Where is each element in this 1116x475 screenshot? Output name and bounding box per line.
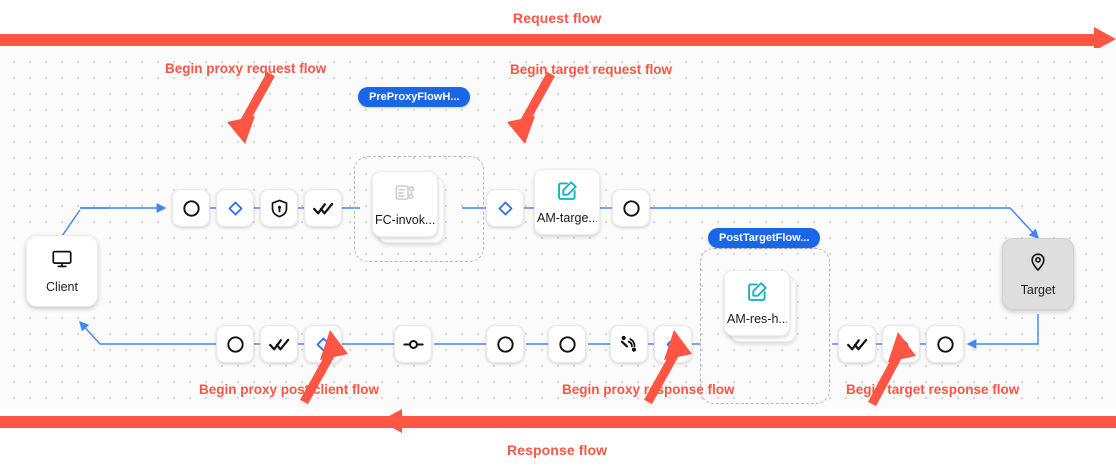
fc-invoke-card[interactable]: FC-invok...	[372, 171, 438, 237]
fc-invoke-label: FC-invok...	[375, 212, 435, 227]
circle-icon	[621, 198, 642, 219]
am-response-label: AM-res-h...	[727, 312, 787, 326]
annotation-arrow-target-response	[868, 332, 916, 407]
request-step-circle-1[interactable]	[172, 189, 210, 227]
diamond-icon	[226, 199, 245, 218]
target-node[interactable]: Target	[1002, 238, 1074, 310]
client-label: Client	[46, 280, 78, 294]
response-step-dot-connector[interactable]	[394, 325, 432, 363]
double-check-icon	[846, 333, 869, 356]
preproxy-flow-badge[interactable]: PreProxyFlowH...	[358, 87, 471, 107]
annotation-label-target-request: Begin target request flow	[510, 62, 673, 77]
client-node[interactable]: Client	[26, 235, 98, 307]
posttarget-flow-badge[interactable]: PostTargetFlow...	[708, 228, 821, 248]
circle-icon	[495, 334, 516, 355]
response-step-broadcast[interactable]	[610, 325, 648, 363]
annotation-label-proxy-response: Begin proxy response flow	[562, 382, 735, 397]
fc-invoke-card-wrap[interactable]: FC-invok...	[372, 171, 444, 243]
double-check-icon	[268, 333, 291, 356]
am-response-card-wrap[interactable]: AM-res-h...	[724, 270, 796, 342]
monitor-icon	[51, 248, 73, 273]
annotation-arrow-proxy-request	[227, 71, 275, 144]
request-flow-start-diamond-1[interactable]	[216, 189, 254, 227]
shield-lock-icon	[269, 198, 290, 219]
annotation-arrow-proxy-post-client	[300, 330, 348, 405]
preproxy-flow-group[interactable]	[354, 156, 484, 262]
response-step-circle-2[interactable]	[486, 325, 524, 363]
dot-connector-icon	[402, 333, 425, 356]
am-target-card[interactable]: AM-targe...	[534, 169, 600, 235]
circle-icon	[935, 334, 956, 355]
circle-icon	[225, 334, 246, 355]
annotation-arrow-proxy-response	[644, 330, 692, 405]
diamond-icon	[496, 199, 515, 218]
am-target-label: AM-targe...	[537, 211, 597, 225]
circle-icon	[557, 334, 578, 355]
response-flow-banner	[0, 409, 1116, 433]
location-pin-icon	[1028, 251, 1048, 276]
edit-square-icon	[746, 280, 769, 306]
annotation-label-proxy-request: Begin proxy request flow	[165, 61, 327, 76]
diagram-canvas[interactable]: Client Target	[0, 48, 1116, 408]
annotation-arrow-target-request	[507, 71, 555, 144]
response-step-circle-1[interactable]	[216, 325, 254, 363]
broadcast-icon	[618, 333, 640, 355]
request-step-circle-2[interactable]	[612, 189, 650, 227]
response-step-circle-4[interactable]	[926, 325, 964, 363]
response-step-circle-3[interactable]	[548, 325, 586, 363]
annotation-label-proxy-post-client: Begin proxy post client flow	[199, 382, 380, 397]
response-step-double-check-1[interactable]	[260, 325, 298, 363]
request-flow-start-diamond-2[interactable]	[486, 189, 524, 227]
flow-script-icon	[394, 182, 416, 207]
annotation-label-target-response: Begin target response flow	[846, 382, 1020, 397]
posttarget-flow-group[interactable]	[700, 248, 830, 404]
response-step-double-check-2[interactable]	[838, 325, 876, 363]
request-step-double-check-1[interactable]	[304, 189, 342, 227]
request-flow-banner	[0, 27, 1116, 51]
response-flow-label: Response flow	[507, 442, 608, 458]
target-label: Target	[1020, 283, 1056, 297]
request-flow-label: Request flow	[513, 10, 602, 26]
am-target-card-wrap[interactable]: AM-targe...	[534, 169, 600, 235]
request-step-shield-lock[interactable]	[260, 189, 298, 227]
double-check-icon	[312, 197, 335, 220]
circle-icon	[181, 198, 202, 219]
edit-square-icon	[556, 179, 579, 205]
am-response-card[interactable]: AM-res-h...	[724, 270, 790, 336]
edge-layer	[61, 203, 1039, 349]
